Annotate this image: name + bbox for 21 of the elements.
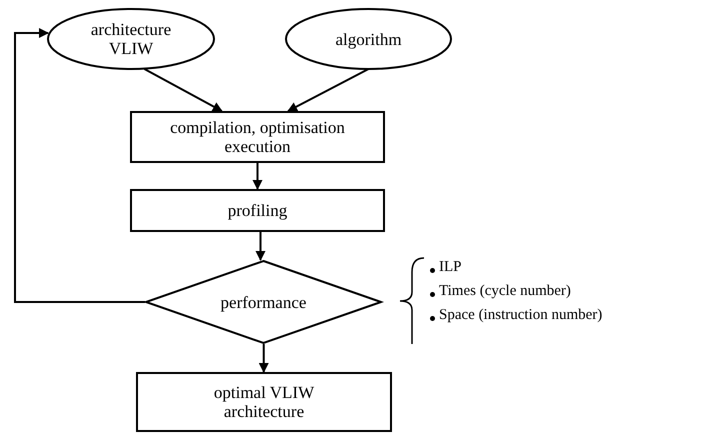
node-label: compilation, optimisation execution [169, 118, 346, 156]
arrow [287, 68, 369, 112]
bullet-item: Space (instruction number) [439, 307, 602, 324]
node-label: optimal VLIW architecture [212, 383, 316, 421]
node-label: architecture VLIW [90, 20, 172, 58]
node-label: performance [220, 292, 306, 312]
process-box [130, 189, 385, 232]
ellipse-node [47, 8, 215, 70]
arrow [252, 163, 262, 190]
process-box [136, 372, 392, 432]
bullet-item: ILP [439, 259, 462, 276]
arrow [144, 68, 223, 112]
process-box [130, 111, 385, 163]
bullet-item: Times (cycle number) [439, 283, 571, 300]
node-label: profiling [228, 201, 288, 220]
decision-diamond [145, 260, 382, 344]
node-label: algorithm [335, 30, 402, 48]
arrow [256, 232, 266, 261]
ellipse-node [285, 8, 452, 70]
arrow [14, 28, 145, 303]
arrow [258, 344, 269, 373]
